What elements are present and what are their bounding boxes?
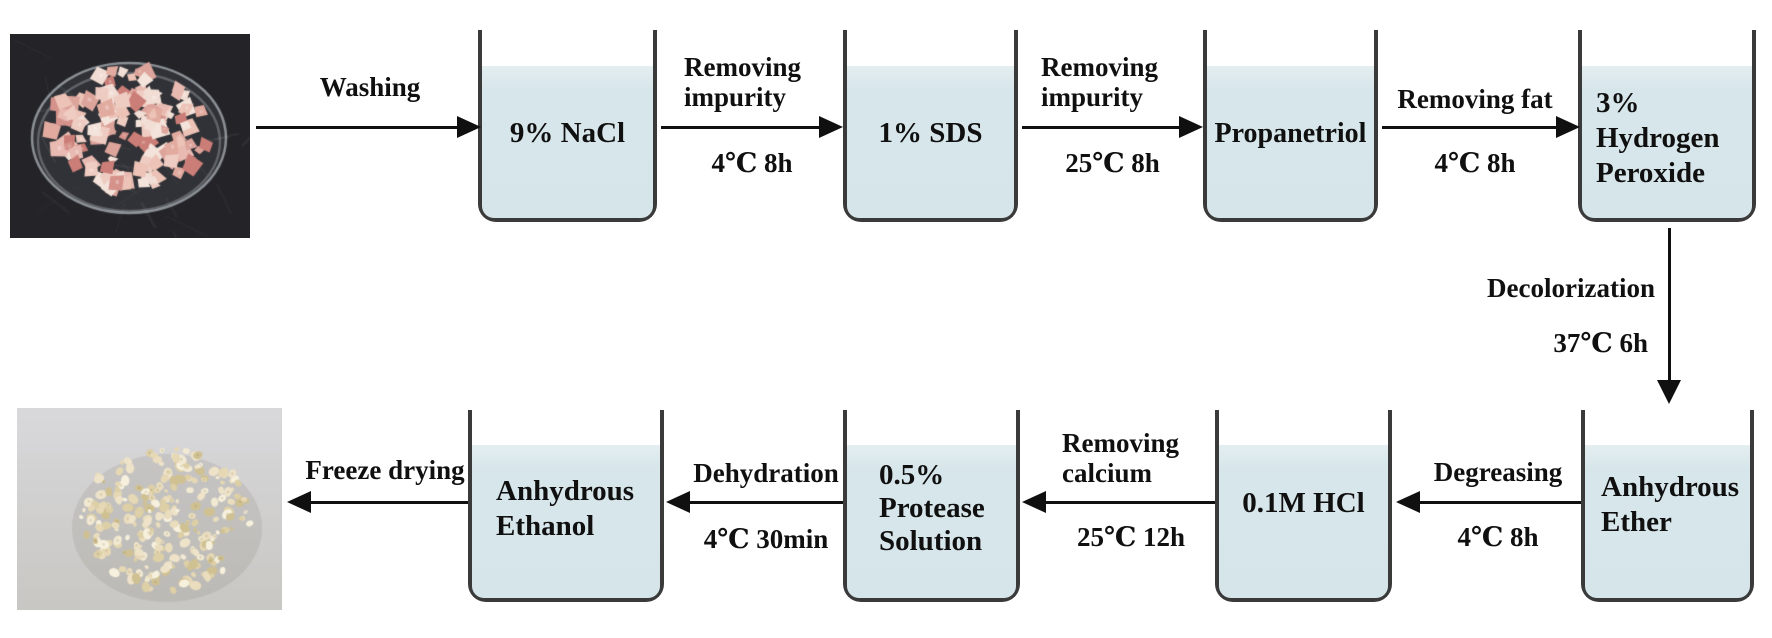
beaker-ethanol: Anhydrous Ethanol	[468, 410, 664, 602]
arrowhead-left-icon	[1396, 491, 1420, 513]
liquid-fill	[482, 66, 653, 218]
raw-tissue-photo	[10, 34, 250, 238]
liquid-fill	[847, 66, 1014, 218]
arrowhead-right-icon	[457, 116, 481, 138]
beaker-protease: 0.5% Protease Solution	[843, 410, 1020, 602]
beaker-label-propanetriol: Propanetriol	[1214, 118, 1367, 149]
arrowhead-left-icon	[287, 491, 311, 513]
arrowhead-right-icon	[819, 116, 843, 138]
beaker-label-ether: Anhydrous Ether	[1601, 471, 1740, 538]
arrow-line	[256, 126, 457, 129]
beaker-sds: 1% SDS	[843, 30, 1018, 222]
beaker-label-ethanol: Anhydrous Ethanol	[496, 475, 635, 542]
arrow-line	[690, 501, 843, 504]
beaker-ether: Anhydrous Ether	[1581, 410, 1754, 602]
beaker-label-hydrogen-peroxide: 3% Hydrogen Peroxide	[1596, 87, 1720, 189]
arrow-line	[1668, 228, 1671, 380]
arrow-label-washing: Washing	[319, 72, 421, 102]
arrow-label-degreasing: Degreasing	[1433, 457, 1563, 487]
arrow-line	[311, 501, 468, 504]
freeze-dried-product-photo	[17, 408, 282, 610]
arrow-condition: 4℃ 8h	[1434, 148, 1516, 178]
arrowhead-down-icon	[1657, 380, 1681, 404]
arrow-label-removing-fat: Removing fat	[1397, 84, 1553, 114]
beaker-hcl: 0.1M HCl	[1215, 410, 1392, 602]
beaker-hydrogen-peroxide: 3% Hydrogen Peroxide	[1578, 30, 1756, 222]
liquid-fill	[847, 445, 1016, 598]
arrow-line	[1420, 501, 1581, 504]
arrow-condition: 4℃ 8h	[1457, 522, 1539, 552]
arrow-condition: 4℃ 8h	[711, 148, 793, 178]
arrow-label-dehydration: Dehydration	[693, 458, 839, 488]
arrow-label-decolorization: Decolorization	[1487, 273, 1655, 303]
arrowhead-left-icon	[666, 491, 690, 513]
arrow-condition: 4℃ 30min	[703, 524, 829, 554]
arrow-line	[1046, 501, 1215, 504]
arrow-line	[1382, 126, 1556, 129]
arrow-line	[1022, 126, 1179, 129]
arrow-condition: 25℃ 8h	[1065, 148, 1160, 178]
liquid-fill	[1207, 66, 1374, 218]
arrow-label-freeze-drying: Freeze drying	[305, 455, 465, 485]
arrowhead-right-icon	[1179, 116, 1203, 138]
beaker-label-nacl: 9% NaCl	[509, 117, 626, 149]
beaker-propanetriol: Propanetriol	[1203, 30, 1378, 222]
arrowhead-right-icon	[1556, 116, 1580, 138]
liquid-fill	[1219, 445, 1388, 598]
beaker-label-protease: 0.5% Protease Solution	[879, 459, 985, 557]
arrow-condition: 25℃ 12h	[1076, 522, 1186, 552]
beaker-label-sds: 1% SDS	[878, 117, 983, 149]
arrow-label-removing-impurity: Removing impurity	[684, 52, 801, 112]
arrowhead-left-icon	[1022, 491, 1046, 513]
arrow-condition: 37℃ 6h	[1553, 328, 1648, 358]
liquid-fill	[1585, 445, 1750, 598]
liquid-fill	[472, 445, 660, 598]
arrow-label-removing-calcium: Removing calcium	[1062, 428, 1179, 488]
arrow-label-removing-impurity: Removing impurity	[1041, 52, 1158, 112]
beaker-label-hcl: 0.1M HCl	[1242, 487, 1365, 519]
liquid-fill	[1582, 66, 1752, 218]
arrow-line	[661, 126, 819, 129]
beaker-nacl: 9% NaCl	[478, 30, 657, 222]
